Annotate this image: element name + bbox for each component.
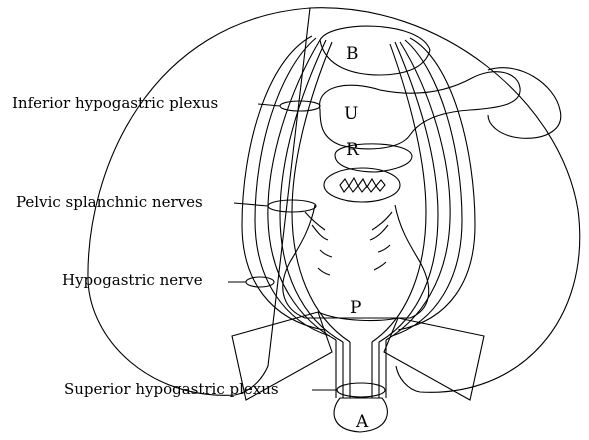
label-hypogastric-nerve: Hypogastric nerve — [62, 273, 203, 288]
hypogastric-nerve-marker — [246, 277, 274, 287]
label-inferior-hypogastric-plexus: Inferior hypogastric plexus — [12, 96, 218, 111]
rectum-lumen — [324, 168, 400, 202]
label-pelvic-splanchnic-nerves: Pelvic splanchnic nerves — [16, 195, 203, 210]
adnexal-loop — [488, 68, 561, 139]
uterus-letter: U — [344, 106, 358, 123]
bladder — [320, 26, 430, 75]
rectum-letter: R — [346, 142, 359, 159]
superior-plexus-ring — [337, 383, 385, 397]
rectum-mucosa — [340, 178, 385, 192]
aorta-letter: A — [356, 414, 368, 431]
bladder-letter: B — [346, 46, 359, 63]
promontory-letter: P — [350, 300, 361, 317]
label-superior-hypogastric-plexus: Superior hypogastric plexus — [64, 382, 279, 397]
